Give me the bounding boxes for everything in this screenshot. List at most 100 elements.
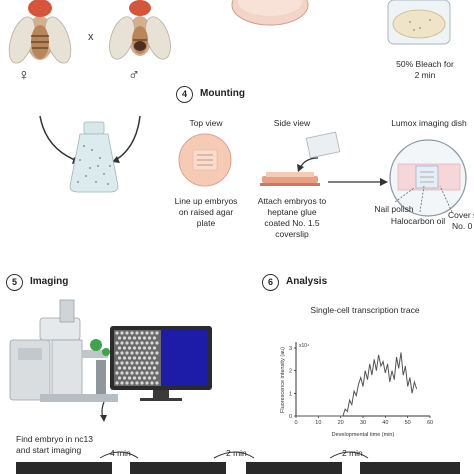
nucleus-dot [115,381,119,385]
nucleus-dot [137,376,142,380]
nucleus-dot [147,346,152,350]
chart-title: Single-cell transcription trace [310,305,420,315]
nucleus-dot [130,381,134,385]
caption-mid-2: heptane glue [267,207,317,217]
nucleus-dot [137,346,142,350]
nucleus-dot [147,376,152,380]
bleach-beaker-icon [387,0,451,45]
timelapse-frames [16,451,460,474]
nucleus-dot [152,366,157,370]
step-number-6: 6 [262,274,279,291]
y-tick-label: 2 [289,369,292,375]
side-view-plate-icon [260,131,341,186]
nucleus-dot [142,376,147,380]
x-tick-label: 60 [427,420,433,426]
nucleus-dot [150,331,154,335]
nucleus-dot [132,346,137,350]
nucleus-dot [140,371,144,375]
nucleus-dot [155,381,159,385]
nucleus-dot [122,376,127,380]
nucleus-dot [142,366,147,370]
nucleus-dot [140,351,144,355]
male-symbol: ♂ [128,67,140,84]
nucleus-dot [150,381,154,385]
nucleus-dot [120,351,124,355]
side-view-label: Side view [273,118,311,128]
nucleus-dot [152,346,157,350]
microscope-icon [9,299,118,402]
y-tick-label: 1 [289,391,292,397]
nucleus-dot [120,381,124,385]
x-axis-label: Developmental time (min) [332,432,395,438]
nucleus-dot [140,381,144,385]
nucleus-dot [125,351,129,355]
nucleus-dot [155,361,159,365]
x-tick-label: 30 [360,420,366,426]
x-tick-label: 0 [294,420,297,426]
nucleus-dot [115,371,119,375]
nucleus-dot [150,371,154,375]
nucleus-dot [115,351,119,355]
nucleus-dot [145,331,149,335]
nucleus-dot [125,381,129,385]
nucleus-dot [115,331,119,335]
nucleus-dot [122,366,127,370]
dish-title: Lumox imaging dish [391,118,467,128]
bleach-label-2: 2 min [414,70,436,80]
nucleus-dot [120,341,124,345]
nucleus-dot [140,341,144,345]
halocarbon-oil-label: Halocarbon oil [390,216,446,226]
caption-left-1: Line up embryos [174,196,238,206]
x-tick-label: 50 [405,420,411,426]
nucleus-dot [127,336,132,340]
caption-mid-1: Attach embryos to [257,196,327,206]
nucleus-dot [152,336,157,340]
nucleus-dot [135,371,139,375]
nucleus-dot [120,371,124,375]
nail-polish-label: Nail polish [374,204,414,214]
nucleus-dot [132,366,137,370]
cross-symbol: x [88,31,94,43]
nucleus-dot [115,341,119,345]
top-view-plate-icon [178,133,232,187]
nucleus-dot [130,351,134,355]
nucleus-dot [117,336,122,340]
nucleus-dot [125,371,129,375]
cover-slip-label-2: No. 0 [452,221,473,231]
nucleus-dot [125,331,129,335]
nucleus-dot [132,356,137,360]
nucleus-dot [132,376,137,380]
nucleus-dot [122,356,127,360]
nucleus-dot [135,381,139,385]
nucleus-dot [152,356,157,360]
cover-slip-label-1: Cover slip [448,210,474,220]
nucleus-dot [145,371,149,375]
nuclei-image [115,331,159,385]
caption-left-2: on raised agar [178,207,234,217]
nucleus-dot [150,351,154,355]
nucleus-dot [127,366,132,370]
y-multiplier: x10⁴ [299,343,309,349]
nucleus-dot [147,336,152,340]
nucleus-dot [137,366,142,370]
nucleus-dot [140,361,144,365]
y-tick-label: 3 [289,346,292,352]
nucleus-dot [145,381,149,385]
nucleus-dot [130,341,134,345]
caption-left-3: plate [196,218,216,228]
trace-line [296,352,418,417]
nucleus-dot [120,331,124,335]
embryo-collection-bottle-icon [69,121,119,193]
analysis-title: Analysis [286,276,328,287]
nucleus-dot [130,361,134,365]
nucleus-dot [155,341,159,345]
nucleus-dot [145,341,149,345]
mounting-title: Mounting [200,88,245,99]
imaging-caption-1: Find embryo in nc13 [16,434,94,444]
nucleus-dot [135,331,139,335]
imaging-title: Imaging [30,276,69,287]
nucleus-dot [142,356,147,360]
male-fly-icon [109,0,171,60]
